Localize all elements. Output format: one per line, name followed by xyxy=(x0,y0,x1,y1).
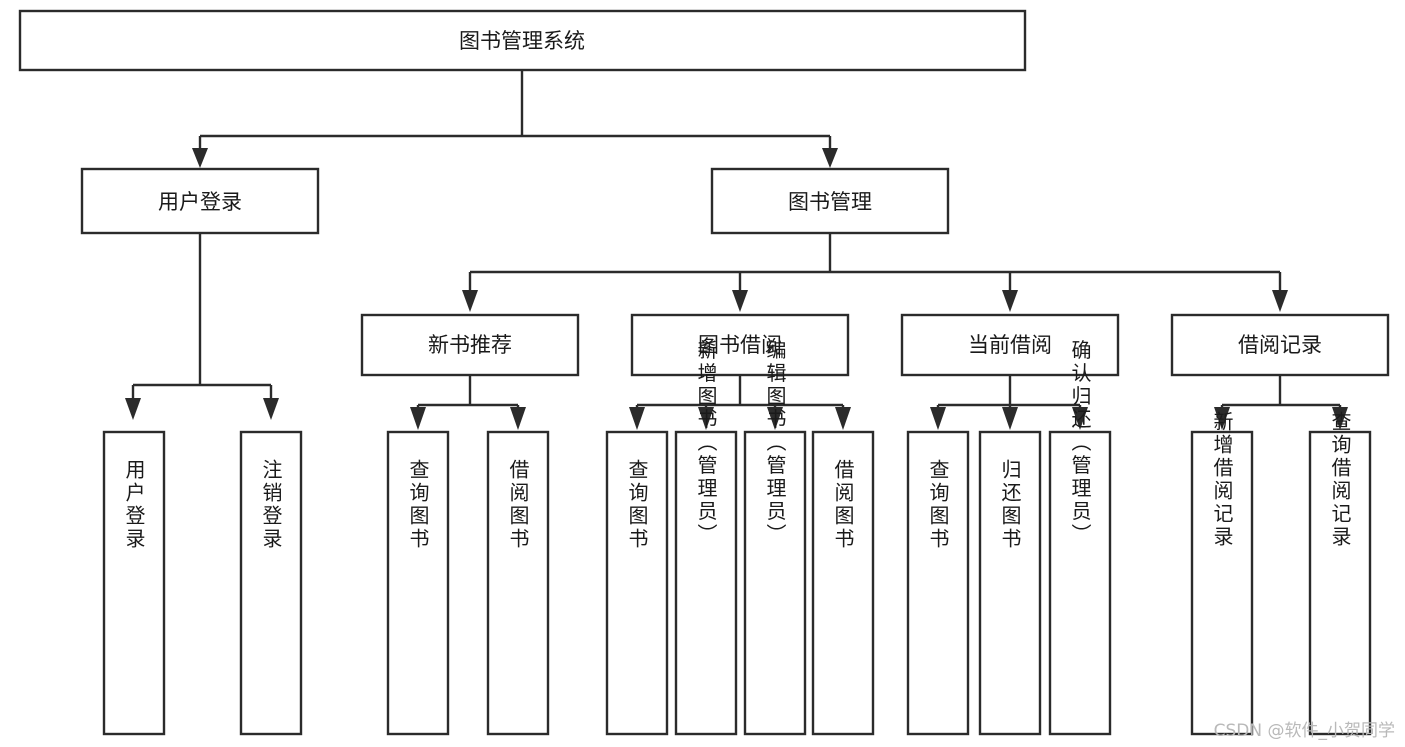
leaf-node[interactable]: 新增借阅记录 xyxy=(1190,411,1254,736)
arrow-head-leaf-new-book-2 xyxy=(510,407,526,430)
node-new-book-recommend-box[interactable] xyxy=(360,313,580,377)
arrow-head-leaf-new-book-1 xyxy=(410,407,426,430)
node-current-borrow-label: 当前借阅 xyxy=(968,333,1052,357)
leaf-current-borrow-2-box[interactable] xyxy=(978,430,1042,736)
leaf-book-borrow-2-box[interactable] xyxy=(674,430,738,736)
leaf-node[interactable]: 借阅图书 xyxy=(811,430,875,736)
node-root-label: 图书管理系统 xyxy=(459,29,585,53)
leaf-node[interactable]: 查询借阅记录 xyxy=(1308,411,1372,736)
leaf-node[interactable]: 查询图书 xyxy=(906,430,970,736)
leaf-node[interactable]: 归还图书 xyxy=(978,430,1042,736)
leaf-node[interactable]: 查询图书 xyxy=(386,430,450,736)
arrow-head-leaf-book-borrow-4 xyxy=(835,407,851,430)
node-book-management-box[interactable] xyxy=(710,167,950,235)
leaf-current-borrow-1-label: 查询图书 xyxy=(926,459,950,551)
arrow-head-user-login xyxy=(192,148,208,168)
node-new-book-recommend-label: 新书推荐 xyxy=(428,333,512,357)
node-user-login-label: 用户登录 xyxy=(158,190,242,214)
arrow-head-leaf-user-login-2 xyxy=(263,398,279,420)
leaf-new-book-1-box[interactable] xyxy=(386,430,450,736)
leaf-new-book-2-label: 借阅图书 xyxy=(506,459,530,551)
csdn-watermark: CSDN @软件_小贺同学 xyxy=(1213,721,1395,741)
connector-layer xyxy=(125,70,1348,430)
leaf-node[interactable]: 确认归还（管理员） xyxy=(1048,339,1112,736)
node-current-borrow-box[interactable] xyxy=(900,313,1120,377)
leaf-node[interactable]: 注销登录 xyxy=(239,430,303,736)
leaf-borrow-record-2-label: 查询借阅记录 xyxy=(1328,411,1352,549)
leaf-book-borrow-4-label: 借阅图书 xyxy=(831,459,855,551)
node-user-login-box[interactable] xyxy=(80,167,320,235)
arrow-head-new-book xyxy=(462,290,478,312)
leaf-book-borrow-2-label: 新增图书（管理员） xyxy=(694,339,718,546)
node-user-login[interactable]: 用户登录 xyxy=(80,167,320,235)
leaf-node[interactable]: 查询图书 xyxy=(605,430,669,736)
node-borrow-record-box[interactable] xyxy=(1170,313,1390,377)
arrow-head-borrow-record xyxy=(1272,290,1288,312)
arrow-head-leaf-user-login-1 xyxy=(125,398,141,420)
arrow-head-leaf-current-borrow-2 xyxy=(1002,407,1018,430)
arrow-head-leaf-borrow-record-1 xyxy=(1214,407,1230,430)
node-book-management[interactable]: 图书管理 xyxy=(710,167,950,235)
leaf-current-borrow-3-box[interactable] xyxy=(1048,430,1112,736)
leaf-current-borrow-2-label: 归还图书 xyxy=(998,459,1022,551)
arrow-head-leaf-borrow-record-2 xyxy=(1332,407,1348,430)
leaf-user-login-2-label: 注销登录 xyxy=(259,459,283,551)
leaf-node[interactable]: 编辑图书（管理员） xyxy=(743,339,807,736)
leaf-borrow-record-1-label: 新增借阅记录 xyxy=(1210,411,1234,549)
leaf-user-login-2-box[interactable] xyxy=(239,430,303,736)
node-book-management-label: 图书管理 xyxy=(788,190,872,214)
arrow-head-leaf-current-borrow-1 xyxy=(930,407,946,430)
node-borrow-record-label: 借阅记录 xyxy=(1238,333,1322,357)
leaf-node[interactable]: 用户登录 xyxy=(102,430,166,736)
leaf-book-borrow-4-box[interactable] xyxy=(811,430,875,736)
node-book-borrow-box[interactable] xyxy=(630,313,850,377)
leaf-node[interactable]: 借阅图书 xyxy=(486,430,550,736)
leaf-borrow-record-1-box[interactable] xyxy=(1190,430,1254,736)
node-current-borrow[interactable]: 当前借阅 xyxy=(900,313,1120,377)
arrow-head-current-borrow xyxy=(1002,290,1018,312)
leaf-book-borrow-3-label: 编辑图书（管理员） xyxy=(763,339,787,546)
leaf-current-borrow-3-label: 确认归还（管理员） xyxy=(1068,339,1092,546)
leaf-user-login-1-box[interactable] xyxy=(102,430,166,736)
leaf-book-borrow-1-box[interactable] xyxy=(605,430,669,736)
leaf-user-login-1-label: 用户登录 xyxy=(122,459,146,551)
node-root-box[interactable] xyxy=(18,9,1027,72)
leaf-new-book-2-box[interactable] xyxy=(486,430,550,736)
arrow-head-leaf-book-borrow-2 xyxy=(698,407,714,430)
leaf-borrow-record-2-box[interactable] xyxy=(1308,430,1372,736)
leaf-node[interactable]: 新增图书（管理员） xyxy=(674,339,738,736)
arrow-head-book-borrow xyxy=(732,290,748,312)
arrow-head-book-mgmt xyxy=(822,148,838,168)
arrow-head-leaf-book-borrow-3 xyxy=(767,407,783,430)
leaf-book-borrow-3-box[interactable] xyxy=(743,430,807,736)
arrow-head-leaf-book-borrow-1 xyxy=(629,407,645,430)
node-new-book-recommend[interactable]: 新书推荐 xyxy=(360,313,580,377)
node-borrow-record[interactable]: 借阅记录 xyxy=(1170,313,1390,377)
leaf-new-book-1-label: 查询图书 xyxy=(406,459,430,551)
leaf-book-borrow-1-label: 查询图书 xyxy=(625,459,649,551)
node-book-borrow-label: 图书借阅 xyxy=(698,333,782,357)
leaf-current-borrow-1-box[interactable] xyxy=(906,430,970,736)
node-book-borrow[interactable]: 图书借阅 xyxy=(630,313,850,377)
arrow-head-leaf-current-borrow-3 xyxy=(1072,407,1088,430)
node-root-system[interactable]: 图书管理系统 xyxy=(18,9,1027,72)
